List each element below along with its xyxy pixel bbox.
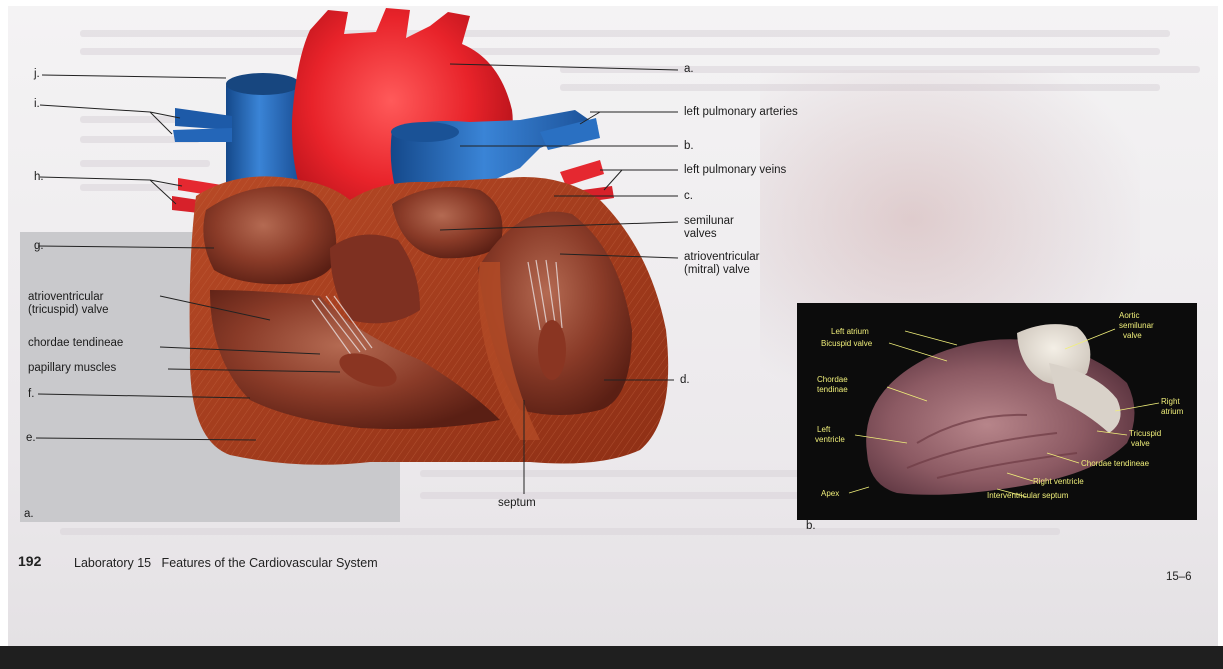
photo-label-aortic-line1: Aortic — [1119, 311, 1139, 320]
dissected-heart-photo: Left atrium Bicuspid valve Chordae tendi… — [797, 303, 1197, 520]
photo-label-bicuspid-valve: Bicuspid valve — [821, 339, 872, 348]
label-c: c. — [684, 190, 693, 203]
photo-label-interventricular-septum: Interventricular septum — [987, 491, 1068, 500]
label-semilunar-line1: semilunar — [684, 215, 734, 228]
right-atrium — [203, 186, 336, 284]
photo-label-apex: Apex — [821, 489, 839, 498]
label-h: h. — [34, 171, 44, 184]
label-a: a. — [684, 63, 694, 76]
label-j: j. — [34, 68, 40, 81]
panel-letter-a: a. — [24, 508, 34, 521]
photo-label-chordae-line2: tendinae — [817, 385, 848, 394]
papillary-muscle-left — [538, 320, 566, 380]
photo-label-right-atrium-line2: atrium — [1161, 407, 1183, 416]
label-left-pulmonary-arteries: left pulmonary arteries — [684, 106, 798, 119]
label-g: g. — [34, 240, 44, 253]
label-av-mitral-line2: (mitral) valve — [684, 264, 750, 277]
label-e: e. — [26, 432, 36, 445]
scan-bottom-edge — [0, 646, 1223, 669]
label-b: b. — [684, 140, 694, 153]
photo-label-tricuspid-line1: Tricuspid — [1129, 429, 1161, 438]
photo-label-aortic-line3: valve — [1123, 331, 1142, 340]
running-title: Laboratory 15 Features of the Cardiovasc… — [74, 556, 378, 570]
label-septum: septum — [498, 497, 536, 510]
page-number: 192 — [18, 553, 41, 569]
photo-label-right-ventricle: Right ventricle — [1033, 477, 1084, 486]
label-av-mitral-line1: atrioventricular — [684, 251, 759, 264]
label-left-pulmonary-veins: left pulmonary veins — [684, 164, 786, 177]
label-i: i. — [34, 98, 40, 111]
photo-label-left-atrium: Left atrium — [831, 327, 869, 336]
photo-label-chordae-tendineae: Chordae tendineae — [1081, 459, 1149, 468]
photo-label-left-ventricle-line2: ventricle — [815, 435, 845, 444]
photo-label-left-ventricle-line1: Left — [817, 425, 830, 434]
section-number: 15–6 — [1166, 571, 1192, 583]
label-av-tricuspid-line1: atrioventricular — [28, 291, 103, 304]
label-f: f. — [28, 388, 34, 401]
photo-label-aortic-line2: semilunar — [1119, 321, 1154, 330]
label-papillary-muscles: papillary muscles — [28, 362, 116, 375]
label-chordae-tendineae: chordae tendineae — [28, 337, 123, 350]
label-d: d. — [680, 374, 690, 387]
photo-label-right-atrium-line1: Right — [1161, 397, 1180, 406]
photo-label-chordae-line1: Chordae — [817, 375, 848, 384]
label-av-tricuspid-line2: (tricuspid) valve — [28, 304, 109, 317]
panel-letter-b: b. — [806, 520, 816, 533]
photo-label-tricuspid-line2: valve — [1131, 439, 1150, 448]
label-semilunar-line2: valves — [684, 228, 717, 241]
